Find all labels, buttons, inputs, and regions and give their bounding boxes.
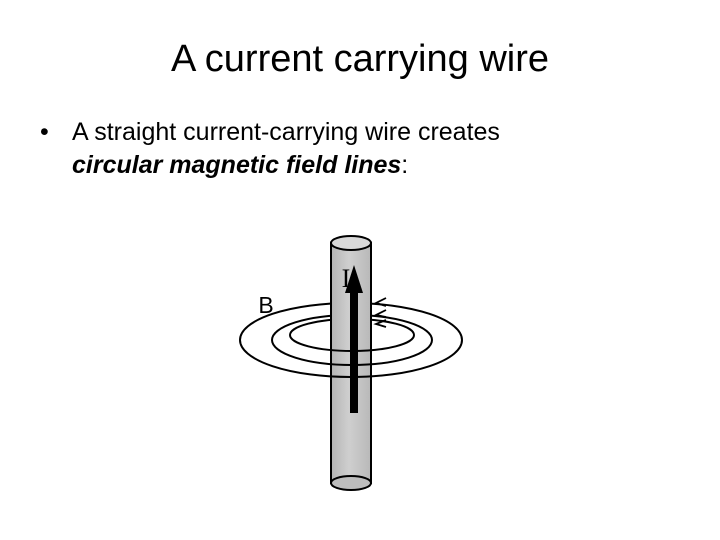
wire-top-cap xyxy=(331,236,371,250)
current-arrow-shaft xyxy=(350,290,358,413)
current-label: I xyxy=(342,264,351,293)
wire-bottom-cap xyxy=(331,476,371,490)
field-direction-arrows xyxy=(376,298,386,327)
field-label: B xyxy=(258,292,273,318)
field-arrow-middle-icon xyxy=(376,310,386,317)
